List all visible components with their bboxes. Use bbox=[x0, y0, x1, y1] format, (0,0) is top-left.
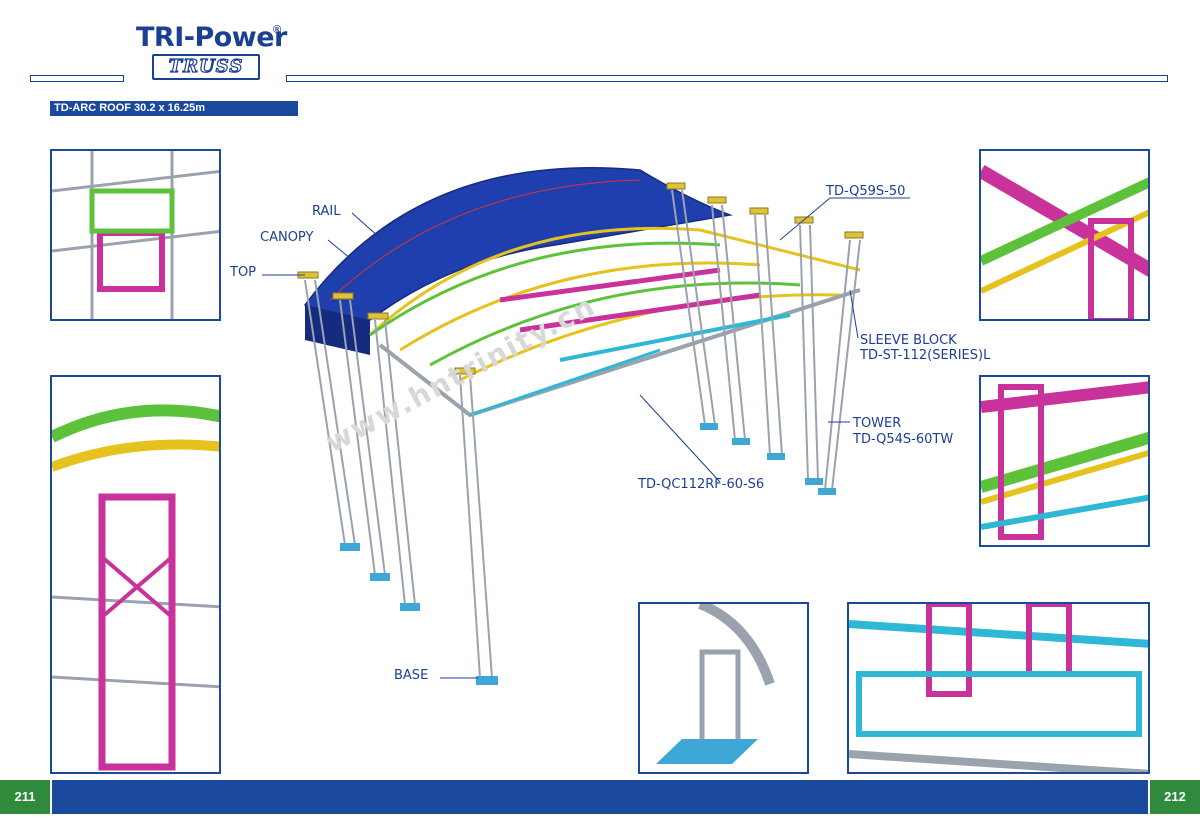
detail-tower-base bbox=[638, 602, 809, 774]
footer-bar bbox=[52, 780, 1148, 814]
callout-sleeve-block: SLEEVE BLOCK bbox=[860, 333, 957, 348]
callout-base: BASE bbox=[394, 668, 429, 683]
detail-roof-corner bbox=[979, 149, 1150, 321]
detail-roof-joint bbox=[979, 375, 1150, 547]
base-plate bbox=[476, 676, 498, 685]
page-number-left: 211 bbox=[0, 780, 50, 814]
detail-sleeve-block bbox=[50, 375, 221, 774]
detail-ground-support bbox=[847, 602, 1150, 774]
page-number-right: 212 bbox=[1150, 780, 1200, 814]
page-title: TD-ARC ROOF 30.2 x 16.25m bbox=[50, 101, 298, 116]
callout-top: TOP bbox=[230, 265, 257, 280]
callout-sleeve-block-code: TD-ST-112(SERIES)L bbox=[860, 348, 991, 363]
rail-line bbox=[329, 179, 641, 301]
detail-top-connection bbox=[50, 149, 221, 321]
callout-rail: RAIL bbox=[312, 204, 341, 219]
callout-tower: TOWER bbox=[853, 416, 902, 431]
registered-mark: ® bbox=[273, 24, 282, 36]
callout-canopy: CANOPY bbox=[260, 230, 314, 245]
brand-logo: TRI-Power bbox=[136, 22, 287, 53]
header-rule-left bbox=[30, 75, 124, 82]
callout-td-qc112: TD-QC112RF-60-S6 bbox=[638, 477, 765, 492]
callout-tower-code: TD-Q54S-60TW bbox=[853, 432, 954, 447]
header-rule-right bbox=[286, 75, 1168, 82]
callout-td-q59s: TD-Q59S-50 bbox=[826, 184, 906, 199]
brand-logo-truss: TRUSS bbox=[152, 54, 260, 80]
